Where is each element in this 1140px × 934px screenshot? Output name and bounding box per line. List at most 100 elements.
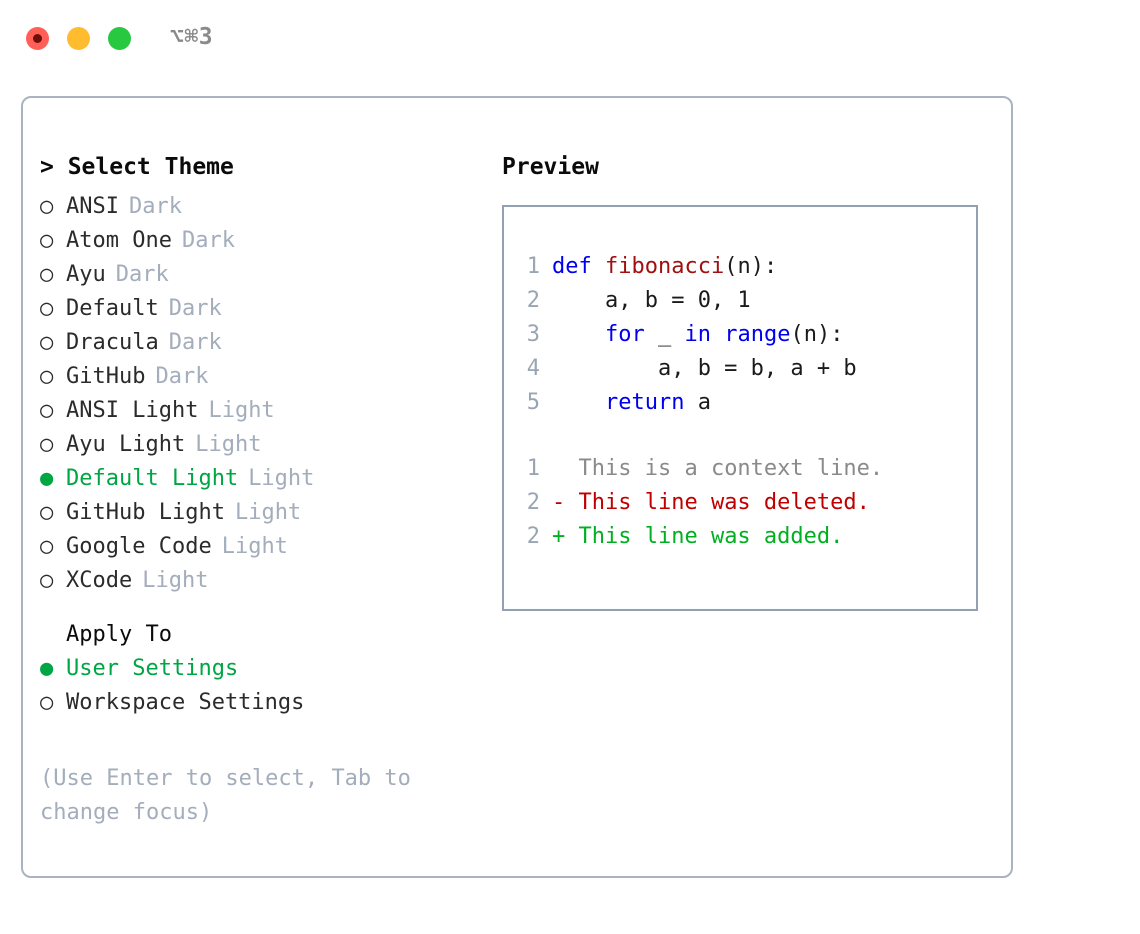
code-token-plain xyxy=(711,322,724,347)
code-token-plain: _ xyxy=(644,322,685,347)
theme-option-kind: Dark xyxy=(155,364,209,389)
theme-option-kind: Light xyxy=(234,500,302,525)
diff-line-text: This line was deleted. xyxy=(565,490,870,515)
theme-option-kind: Light xyxy=(221,534,288,559)
theme-option-label: ANSI Light xyxy=(66,398,199,423)
theme-option-ayu[interactable]: ○ Ayu Dark xyxy=(40,258,470,292)
radio-selected-icon: ● xyxy=(40,466,54,491)
keyboard-hint-text: (Use Enter to select, Tab to change focu… xyxy=(40,766,411,825)
theme-option-label: Default xyxy=(66,296,159,321)
theme-option-label: Google Code xyxy=(66,534,212,559)
diff-marker xyxy=(552,452,565,486)
theme-option-github[interactable]: ○ GitHub Dark xyxy=(40,360,470,394)
theme-option-label: Ayu xyxy=(66,262,106,287)
radio-unselected-icon: ○ xyxy=(40,534,54,559)
code-token-plain: (n): xyxy=(790,322,844,347)
apply-to-heading: Apply To xyxy=(66,622,172,647)
preview-heading: Preview xyxy=(502,154,599,180)
code-token-plain: a, b = 0, 1 xyxy=(552,288,751,313)
theme-option-label: GitHub Light xyxy=(66,500,225,525)
theme-option-label: ANSI xyxy=(66,194,119,219)
code-token-keyword: range xyxy=(724,322,791,347)
theme-option-xcode[interactable]: ○ XCode Light xyxy=(40,564,470,598)
theme-option-kind: Light xyxy=(195,432,262,457)
theme-option-kind: Dark xyxy=(168,330,222,355)
theme-option-kind: Dark xyxy=(168,296,222,321)
theme-option-default[interactable]: ○ Default Dark xyxy=(40,292,470,326)
radio-selected-icon: ● xyxy=(40,656,54,681)
theme-option-kind: Light xyxy=(248,466,315,491)
diff-marker: + xyxy=(552,524,566,549)
theme-option-kind: Dark xyxy=(181,228,235,253)
code-line: 1 def fibonacci(n): xyxy=(514,250,970,284)
select-theme-heading: > Select Theme xyxy=(40,154,234,180)
diff-line-added: 2+ This line was added. xyxy=(514,520,970,554)
apply-to-options: ● User Settings ○Workspace Settings xyxy=(40,652,470,720)
apply-to-option-user-settings[interactable]: ● User Settings xyxy=(40,652,470,686)
theme-option-github-light[interactable]: ○ GitHub Light Light xyxy=(40,496,470,530)
code-line-text: a, b = b, a + b xyxy=(552,352,857,386)
theme-option-label: Ayu Light xyxy=(66,432,186,457)
radio-unselected-icon: ○ xyxy=(40,398,54,423)
apply-to-option-workspace-settings[interactable]: ○Workspace Settings xyxy=(40,686,470,720)
theme-option-kind: Light xyxy=(208,398,275,423)
code-line: 4 a, b = b, a + b xyxy=(514,352,970,386)
code-token-plain: a, b = b, a + b xyxy=(552,356,857,381)
window-titlebar: ⌥⌘3 xyxy=(0,0,1140,78)
theme-option-label: GitHub xyxy=(66,364,146,389)
diff-line-text: This line was added. xyxy=(565,524,844,549)
theme-option-default-light[interactable]: ● Default Light Light xyxy=(40,462,470,496)
code-line-text: for _ in range(n): xyxy=(552,318,843,352)
minimize-window-button[interactable] xyxy=(67,27,90,50)
maximize-window-button[interactable] xyxy=(108,27,131,50)
keyboard-shortcut-label: ⌥⌘3 xyxy=(170,24,214,50)
theme-option-kind: Dark xyxy=(115,262,169,287)
code-token-function: fibonacci xyxy=(604,254,725,279)
code-token-plain xyxy=(552,322,605,347)
code-line-text: a, b = 0, 1 xyxy=(552,284,751,318)
radio-unselected-icon: ○ xyxy=(40,296,54,321)
theme-option-label: XCode xyxy=(66,568,133,593)
diff-line-text: This is a context line. xyxy=(565,456,884,481)
line-number: 5 xyxy=(526,390,540,415)
code-line-text: def fibonacci(n): xyxy=(552,250,777,284)
code-token-keyword: in xyxy=(684,322,711,347)
theme-option-kind: Light xyxy=(142,568,209,593)
radio-unselected-icon: ○ xyxy=(40,500,54,525)
theme-option-ayu-light[interactable]: ○ Ayu Light Light xyxy=(40,428,470,462)
code-token-plain xyxy=(552,390,605,415)
radio-unselected-icon: ○ xyxy=(40,262,54,287)
preview-panel: Preview xyxy=(502,150,992,184)
code-line: 3 for _ in range(n): xyxy=(514,318,970,352)
radio-unselected-icon: ○ xyxy=(40,364,54,389)
diff-line-deleted: 2- This line was deleted. xyxy=(514,486,970,520)
theme-option-label: Atom One xyxy=(66,228,172,253)
apply-to-option-label: Workspace Settings xyxy=(66,690,305,715)
theme-option-google-code[interactable]: ○ Google Code Light xyxy=(40,530,470,564)
code-token-keyword: def xyxy=(552,254,605,279)
code-token-plain: a xyxy=(684,390,711,415)
theme-option-label: Dracula xyxy=(66,330,159,355)
radio-unselected-icon: ○ xyxy=(40,432,54,457)
code-token-plain: (n): xyxy=(724,254,778,279)
theme-option-kind: Dark xyxy=(128,194,182,219)
radio-unselected-icon: ○ xyxy=(40,568,54,593)
apply-to-option-label: User Settings xyxy=(66,656,239,681)
theme-option-label: Default Light xyxy=(66,466,239,491)
close-icon xyxy=(33,34,42,43)
diff-sample: 1 This is a context line.2- This line wa… xyxy=(514,452,970,554)
line-number: 1 xyxy=(526,254,540,279)
code-line: 5 return a xyxy=(514,386,970,420)
code-line: 2 a, b = 0, 1 xyxy=(514,284,970,318)
diff-marker: - xyxy=(552,490,566,515)
theme-option-ansi-light[interactable]: ○ ANSI Light Light xyxy=(40,394,470,428)
apply-to-panel: Apply To ● User Settings ○Workspace Settin… xyxy=(40,618,470,720)
code-token-keyword: for xyxy=(604,322,645,347)
